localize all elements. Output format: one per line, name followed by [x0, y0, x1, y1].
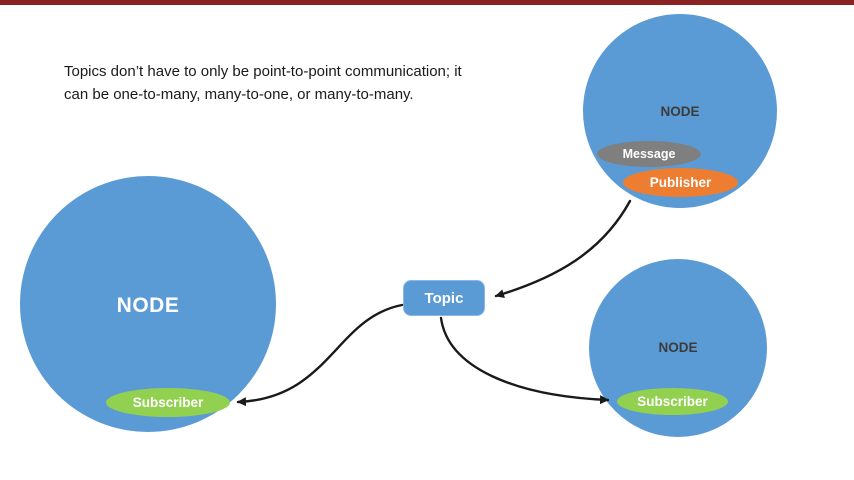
- message-pill: Message: [597, 141, 701, 167]
- top-accent-bar: [0, 0, 854, 5]
- caption-line-1: Topics don’t have to only be point-to-po…: [64, 63, 462, 80]
- arrow-publisher-to-topic: [494, 199, 632, 299]
- node-label-left: NODE: [116, 294, 180, 317]
- publisher-pill: Publisher: [623, 168, 738, 197]
- caption: Topics don’t have to only be point-to-po…: [64, 60, 524, 107]
- node-label-top-right: NODE: [660, 104, 700, 119]
- subscriber-pill-left: Subscriber: [106, 388, 230, 417]
- topic-box: Topic: [403, 280, 485, 316]
- subscriber-pill-bottom-right: Subscriber: [617, 388, 728, 415]
- caption-line-2: can be one-to-many, many-to-one, or many…: [64, 86, 414, 104]
- node-label-bottom-right: NODE: [658, 340, 698, 355]
- arrow-topic-to-bottom-right-subscriber: [439, 316, 610, 405]
